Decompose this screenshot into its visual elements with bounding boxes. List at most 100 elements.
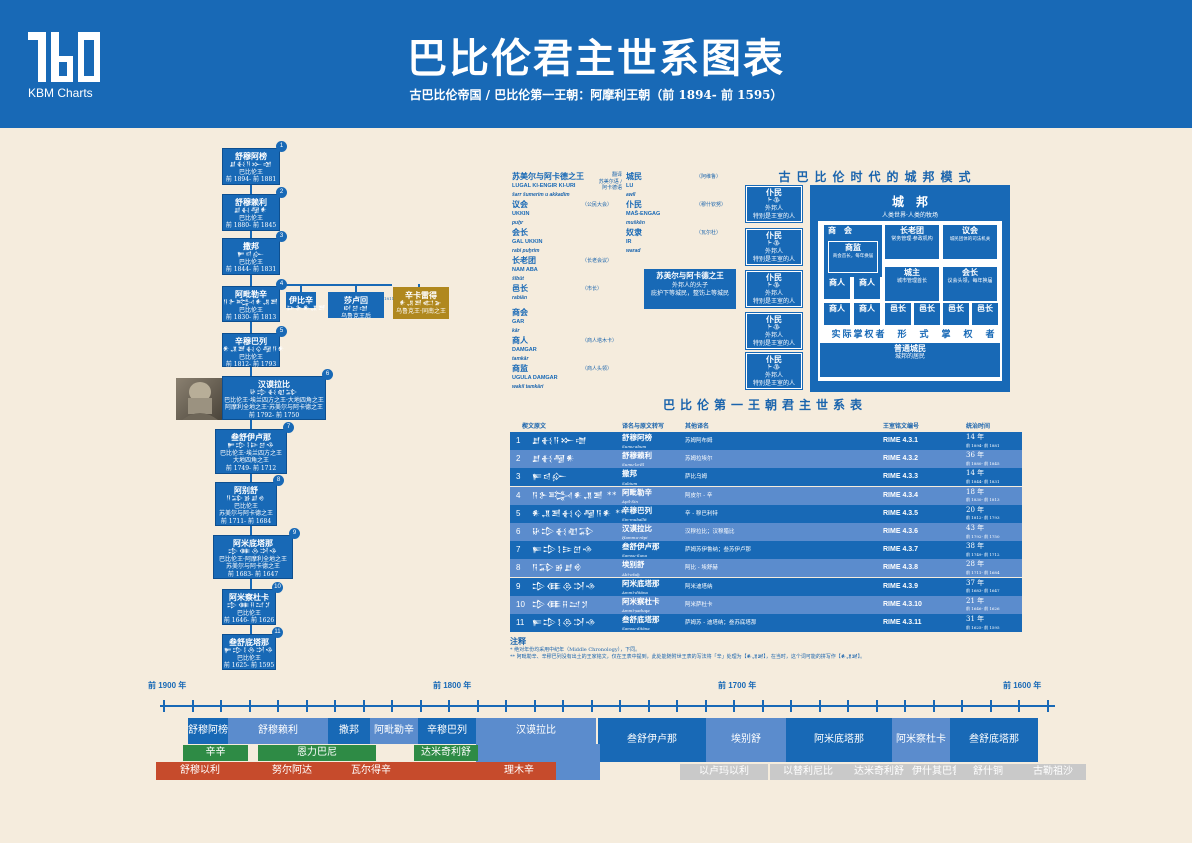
king-years: 前 1844- 前 1831: [225, 266, 277, 273]
guild-label: 商 会: [828, 225, 852, 235]
timeline-sealand-reign: 以卢玛以利: [680, 764, 768, 780]
king-years: 前 1683- 前 1647: [227, 570, 279, 578]
row-rime: RIME 4.3.10: [883, 600, 922, 608]
king-cuneiform: 𒊓𒄠𒋙𒄿𒇻𒈾: [227, 442, 275, 449]
title-cn: 长老团: [512, 255, 536, 265]
elders-box: 长老团常务管理·参政机构: [885, 225, 939, 259]
title-sumerian: DAMGAR: [512, 347, 537, 354]
king-cuneiform: 𒊓𒁀𒅎: [237, 251, 265, 258]
timeline-babylon-reign: 舒穆赖利: [228, 718, 328, 744]
title-cn: 会长: [512, 227, 528, 237]
merchant-box-3: 商人: [824, 303, 850, 325]
title-sumerian: GAR: [512, 319, 525, 326]
timeline-tick: [362, 700, 365, 712]
branch-connector: [355, 284, 357, 292]
row-cuneiform: 𒀭𒂗𒍪𒈬𒌒𒆷𒀀𒀭 **: [532, 508, 626, 518]
row-reign: 36 年前 1880- 前 1845: [966, 451, 1000, 470]
row-name-cn: 叁舒伊卢那: [622, 542, 660, 552]
mayor-box-1: 邑长: [885, 303, 911, 325]
row-number: 10: [516, 599, 525, 609]
timeline-year-label: 前 1800 年: [433, 681, 472, 690]
mayor-label: 邑长: [919, 303, 935, 313]
king-title: 巴比伦王: [238, 214, 263, 222]
elders-sub: 常务管理·参政机构: [891, 236, 933, 242]
guild-head-label: 商监: [845, 242, 861, 252]
timeline-babylon-reign: 舒穆阿榜: [188, 718, 228, 744]
class-cn: 仆民: [626, 199, 642, 209]
king-title: 巴比伦王: [238, 306, 263, 314]
title-akkadian: rabi puḫrim: [512, 247, 540, 254]
row-years: 前 1792- 前 1750: [966, 533, 1000, 539]
row-transliteration: Apil-Sin: [622, 498, 638, 504]
king-label: 苏美尔与阿卡德之王: [656, 271, 724, 280]
row-number: 5: [516, 508, 521, 518]
citizen-sub2: 特别是王室的人: [752, 379, 795, 387]
header-banner: KBM Charts 巴比伦君主世系图表 古巴比伦帝国 / 巴比伦第一王朝：阿摩…: [0, 0, 1192, 128]
citizen-label: 仆民: [766, 354, 782, 364]
timeline-isin-reign: 恩力巴尼: [258, 745, 376, 761]
citizen-sub1: 外邦人: [764, 332, 783, 340]
timeline-tick: [220, 700, 222, 712]
king-title: 巴比伦王·阿摩利全地之王: [219, 555, 287, 563]
timeline-babylon-reign: 阿米底塔那: [786, 718, 892, 762]
king-number-badge: 8: [273, 475, 284, 486]
citizen-sub1: 外邦人: [764, 290, 783, 298]
assembly-sub: 城民团体的司法机关: [949, 237, 991, 242]
row-alt-name: 阿米萨杜卡: [685, 601, 713, 608]
row-rime: RIME 4.3.6: [883, 528, 919, 535]
timeline-larsa-reign: 理木辛: [480, 762, 558, 780]
title-cn: 议会: [512, 199, 528, 209]
title-akkadian: rabiān: [512, 295, 528, 302]
citizen-label: 仆民: [766, 230, 782, 240]
citizen-cuneiform: 𒈨𒆠: [767, 240, 781, 248]
king-number-badge: 10: [272, 582, 283, 593]
timeline-tick: [676, 700, 678, 712]
king-cuneiform: 𒀀𒉿𒅋𒀭𒂗𒍪: [223, 299, 279, 306]
timeline-tick: [961, 700, 963, 712]
row-reign: 43 年前 1792- 前 1750: [966, 524, 1000, 543]
row-alt-name: 萨姆苏 - 迪塔纳；叁苏底塔那: [685, 620, 757, 626]
class-note: （穆什钦努）: [696, 202, 727, 208]
king-number-badge: 5: [276, 326, 287, 337]
merchant-label: 商人: [859, 277, 875, 287]
class-note: （阿维鲁）: [696, 174, 722, 180]
row-rime: RIME 4.3.11: [883, 619, 922, 626]
note-2: ** 阿毗勒辛、辛穆巴列没有出土的王家铭文，仅在王表中提到，此处能随附世王表的写…: [510, 654, 866, 661]
row-cuneiform: 𒋗𒈬𒆷𒀭: [532, 454, 576, 464]
king-title-2: 苏美尔与阿卡德之王: [218, 510, 273, 517]
citizen-sub2: 特别是王室的人: [752, 255, 795, 263]
king-years: 前 1646- 前 1626: [223, 617, 275, 624]
title-note: （商人头领）: [582, 366, 613, 372]
king-years: 前 1792- 前 1750: [248, 411, 300, 419]
title-cn: 邑长: [512, 283, 528, 293]
free-citizen-box: 普通城民城邦的居民: [820, 343, 1000, 377]
ruler-box: 城主城市管理首长: [885, 267, 939, 301]
timeline-year-label: 前 1900 年: [148, 681, 187, 690]
king-sub2: 庇护下等城民，整饬上等城民: [650, 289, 729, 297]
row-cuneiform: 𒋗𒈬𒀀𒁍𒌝: [532, 436, 588, 445]
row-duration: 21 年: [966, 596, 985, 605]
timeline-tick: [305, 700, 308, 712]
translation-sub: 苏美尔语 / 阿卡德语: [598, 178, 622, 192]
class-sumerian: IR: [626, 239, 632, 246]
branch-note: 乌鲁克王后: [340, 312, 371, 320]
timeline-sealand-reign: 以替利尼比: [770, 764, 846, 780]
timeline-tick: [163, 700, 165, 712]
branch-note: 乌鲁克王·同南之王: [396, 307, 446, 315]
king-number-badge: 3: [276, 231, 287, 242]
mayor-label: 邑长: [948, 303, 964, 313]
